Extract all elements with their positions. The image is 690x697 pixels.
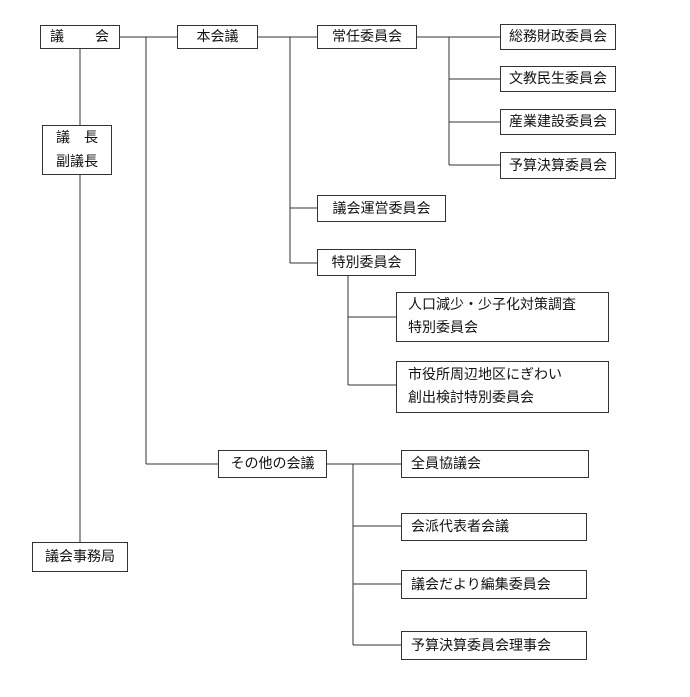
node-shiyakusho: 市役所周辺地区にぎわい 創出検討特別委員会: [396, 361, 609, 413]
node-bunkyo-label: 文教民生委員会: [509, 71, 607, 87]
node-jinko: 人口減少・少子化対策調査 特別委員会: [396, 292, 609, 342]
node-unei: 議会運営委員会: [317, 195, 446, 222]
node-gikai: 議 会: [40, 25, 120, 49]
node-sangyo-label: 産業建設委員会: [509, 114, 607, 130]
node-yosan: 予算決算委員会: [500, 152, 616, 179]
node-sonota: その他の会議: [218, 450, 327, 478]
node-jimukyoku-label: 議会事務局: [45, 549, 115, 565]
node-fukugicho-label: 副議長: [56, 154, 98, 170]
node-jonin: 常任委員会: [317, 25, 417, 49]
node-gicho-label: 議 長: [56, 130, 98, 146]
node-honkaigi-label: 本会議: [196, 29, 239, 45]
node-somu-label: 総務財政委員会: [509, 29, 607, 45]
node-sonota-label: その他の会議: [230, 456, 315, 472]
node-sangyo: 産業建設委員会: [500, 109, 616, 135]
node-yosan-label: 予算決算委員会: [509, 157, 607, 174]
node-jimukyoku: 議会事務局: [32, 542, 128, 572]
node-honkaigi: 本会議: [177, 25, 258, 49]
node-jinko-label-2: 特別委員会: [408, 320, 478, 336]
node-dayori-label: 議会だより編集委員会: [411, 576, 551, 593]
node-dayori: 議会だより編集委員会: [401, 570, 587, 599]
node-unei-label: 議会運営委員会: [332, 200, 431, 217]
node-zenin-label: 全員協議会: [411, 456, 481, 472]
node-gikai-label: 議 会: [50, 29, 110, 45]
node-tokubetsu-label: 特別委員会: [331, 254, 402, 271]
node-zenin: 全員協議会: [401, 450, 589, 478]
node-jinko-label-1: 人口減少・少子化対策調査: [408, 297, 576, 313]
node-riji-label: 予算決算委員会理事会: [411, 637, 551, 654]
node-shiyakusho-label-1: 市役所周辺地区にぎわい: [408, 367, 562, 383]
node-kaiha-label: 会派代表者会議: [411, 519, 509, 535]
node-riji: 予算決算委員会理事会: [401, 631, 587, 660]
node-jonin-label: 常任委員会: [332, 29, 402, 45]
node-somu: 総務財政委員会: [500, 24, 616, 50]
node-tokubetsu: 特別委員会: [317, 249, 416, 276]
node-gicho: 議 長 副議長: [42, 125, 112, 175]
node-bunkyo: 文教民生委員会: [500, 66, 616, 92]
node-kaiha: 会派代表者会議: [401, 513, 587, 541]
node-shiyakusho-label-2: 創出検討特別委員会: [408, 390, 534, 406]
